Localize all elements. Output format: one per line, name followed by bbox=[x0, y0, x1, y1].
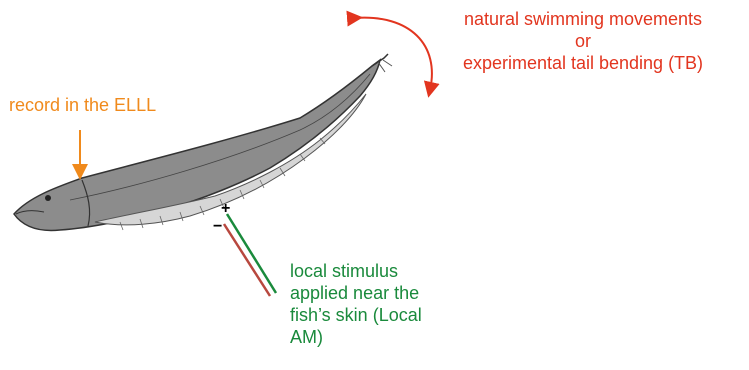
electrode-plus-sign: + bbox=[221, 198, 230, 220]
motion-label-line2: or bbox=[418, 30, 748, 52]
motion-label-line1: natural swimming movements bbox=[418, 8, 748, 30]
stimulus-label-line4: AM) bbox=[290, 326, 480, 348]
fish-body bbox=[14, 54, 392, 230]
stimulus-label-line3: fish’s skin (Local bbox=[290, 304, 480, 326]
record-label: record in the ELLL bbox=[9, 94, 156, 116]
stimulus-label-line2: applied near the bbox=[290, 282, 480, 304]
motion-label: natural swimming movements or experiment… bbox=[418, 8, 748, 74]
stimulus-label: local stimulus applied near the fish’s s… bbox=[290, 260, 480, 348]
electrode-minus-sign: − bbox=[213, 216, 222, 238]
stimulus-electrode bbox=[224, 214, 276, 296]
motion-label-line3: experimental tail bending (TB) bbox=[418, 52, 748, 74]
stimulus-label-line1: local stimulus bbox=[290, 260, 480, 282]
